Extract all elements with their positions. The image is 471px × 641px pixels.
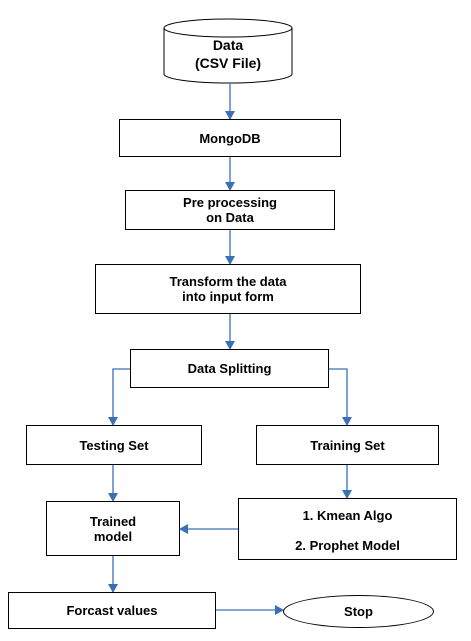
data-source-cylinder: Data (CSV File): [163, 18, 293, 84]
trained-model-line1: Trained: [89, 513, 137, 529]
arrow-splitting-to-training: [329, 368, 352, 426]
stop-terminal: Stop: [283, 595, 434, 628]
data-splitting-box: Data Splitting: [130, 349, 329, 388]
preprocessing-line1: Pre processing: [183, 195, 277, 210]
stop-label: Stop: [344, 604, 373, 619]
training-set-label: Training Set: [310, 437, 385, 453]
mongodb-box: MongoDB: [119, 119, 341, 157]
models-line2: 2. Prophet Model: [295, 538, 400, 553]
forecast-values-box: Forcast values: [8, 592, 216, 629]
models-box: 1. Kmean Algo 2. Prophet Model: [238, 498, 457, 560]
mongodb-label: MongoDB: [199, 130, 261, 146]
preprocessing-line2: on Data: [206, 210, 254, 225]
trained-model-line2: model: [93, 528, 133, 544]
training-set-box: Training Set: [256, 425, 439, 465]
models-line1: 1. Kmean Algo: [302, 508, 393, 523]
testing-set-label: Testing Set: [79, 437, 149, 453]
transform-box: Transform the data into input form: [95, 264, 361, 314]
arrow-splitting-to-testing: [108, 368, 130, 426]
transform-line1: Transform the data: [169, 274, 287, 289]
database-icon: [163, 18, 293, 84]
data-source-label: Data (CSV File): [163, 36, 293, 72]
data-source-line2: (CSV File): [194, 55, 262, 71]
transform-line2: into input form: [182, 289, 274, 304]
forecast-values-label: Forcast values: [66, 603, 158, 618]
testing-set-box: Testing Set: [26, 425, 202, 465]
trained-model-box: Trained model: [46, 501, 180, 556]
preprocessing-box: Pre processing on Data: [125, 190, 335, 230]
data-source-line1: Data: [212, 37, 244, 53]
data-splitting-label: Data Splitting: [187, 361, 272, 376]
